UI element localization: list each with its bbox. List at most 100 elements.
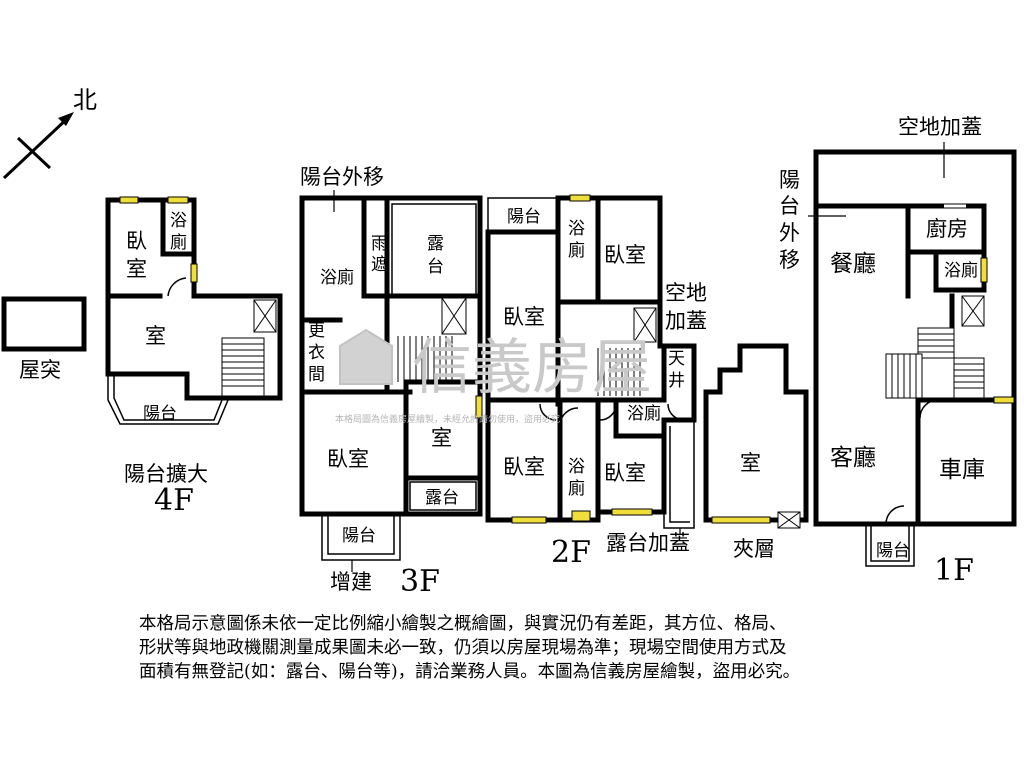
f3-stair-treads (397, 336, 453, 382)
compass-arrow-line (2, 114, 72, 180)
watermark: 信義房屋 本格局圖為信義房屋繪製，未經允許請勿使用，盜用必究 (335, 328, 652, 425)
f1-bath-label: 浴廁 (944, 260, 978, 281)
f3-window (475, 395, 483, 419)
f3-bedroom-label: 臥室 (327, 447, 369, 471)
f2-bath-label: 廁 (568, 478, 585, 499)
f4-balcony-ext-label: 陽台擴大 (124, 462, 208, 486)
f2-bedroom-label: 臥室 (604, 243, 646, 267)
f4-stair-treads (222, 343, 264, 387)
f2-terrace-add (663, 420, 695, 529)
f2-stair-treads (597, 348, 641, 396)
f2-door-arc (667, 403, 685, 421)
f3-closet-label: 更 (308, 321, 325, 341)
f1-stair-treads (885, 327, 985, 399)
f2-bath-mid-label: 浴廁 (627, 403, 661, 424)
f4-balcony-outline (107, 374, 229, 425)
f1-wall (933, 249, 987, 293)
floor-2f: 陽台 浴 廁 臥室 臥室 空地 加蓋 天 井 浴廁 臥室 浴 廁 臥室 露台加蓋… (485, 194, 707, 570)
f4-outline (105, 197, 283, 401)
f3-small-terrace-label: 露台 (425, 488, 459, 508)
f2-land-add-label: 加蓋 (665, 309, 707, 333)
f1-kitchen-label: 廚房 (926, 217, 968, 241)
f2-door-arc (599, 403, 617, 421)
f4-bedroom-label: 臥 (126, 229, 147, 253)
f2-skylight-label: 井 (668, 371, 685, 391)
f1-window (980, 257, 988, 283)
f2-bedroom-label: 臥室 (503, 305, 545, 329)
f4-balcony-outline (113, 376, 223, 421)
f3-room-label: 室 (431, 426, 452, 450)
mezz-floor-label: 夾層 (733, 537, 775, 561)
floor-mezzanine: 室 夾層 (703, 343, 809, 561)
f3-rain-label: 遮 (371, 255, 388, 275)
f1-land-add-label: 空地加蓋 (898, 115, 982, 139)
f3-balcony-label: 陽台 (342, 526, 376, 546)
f3-outline (299, 195, 483, 517)
mezz-window (711, 516, 771, 524)
f1-dining-label: 餐廳 (830, 251, 876, 277)
f4-room-label: 室 (145, 324, 166, 348)
compass-north-label: 北 (73, 86, 97, 114)
compass: 北 (2, 86, 97, 180)
f3-addition-label: 增建 (330, 570, 372, 594)
mezz-room-label: 室 (740, 451, 761, 475)
f1-balcony-moved-label: 移 (779, 248, 800, 272)
watermark-sub: 本格局圖為信義房屋繪製，未經允許請勿使用，盜用必究 (335, 413, 560, 425)
f2-bedroom-label: 臥室 (604, 461, 646, 485)
f1-outline (813, 149, 1017, 527)
f3-wall (361, 195, 390, 299)
f4-window (119, 196, 139, 204)
roof-label: 屋突 (19, 358, 61, 382)
floor-1f: 空地加蓋 陽 台 外 移 餐廳 廚房 浴廁 客廳 車庫 陽台 1F (779, 115, 1017, 588)
roof-plan: 屋突 (1, 296, 87, 382)
f2-land-add-label: 空地 (665, 281, 707, 305)
f3-bath-label: 浴廁 (320, 267, 354, 288)
f3-closet-label: 間 (308, 365, 325, 385)
disclaimer-line: 本格局示意圖係未依一定比例縮小繪製之概繪圖，與實況仍有差距，其方位、格局、 (139, 614, 787, 634)
f2-balcony-label: 陽台 (507, 207, 541, 227)
f2-bedroom-label: 臥室 (503, 455, 545, 479)
f2-window (571, 510, 591, 522)
f2-bath-label: 廁 (568, 240, 585, 261)
f1-balcony-moved-label: 台 (779, 194, 800, 218)
f4-window (167, 196, 189, 204)
f3-balcony-outline (327, 514, 395, 555)
f4-stair (221, 337, 265, 397)
f3-terrace-label: 露 (427, 234, 444, 254)
watermark-logo-icon (339, 328, 393, 385)
watermark-brand: 信義房屋 (412, 333, 652, 403)
f1-floor-label: 1F (934, 553, 974, 588)
f3-rain-label: 雨 (371, 234, 388, 254)
f1-balcony-moved-label: 陽 (779, 168, 800, 192)
f2-floor-label: 2F (551, 535, 591, 570)
f2-terrace-add-label: 露台加蓋 (606, 531, 690, 555)
f1-window (993, 396, 1015, 404)
disclaimer-note: 本格局示意圖係未依一定比例縮小繪製之概繪圖，與實況仍有差距，其方位、格局、 形狀… (139, 614, 800, 682)
floor-4f: 臥 室 浴 廁 室 陽台 陽台擴大 4F (105, 196, 283, 518)
f3-balcony-moved-label: 陽台外移 (300, 165, 384, 189)
f3-balcony-outline (321, 514, 401, 561)
f2-skylight-label: 天 (668, 349, 685, 369)
f1-balcony-outline (865, 524, 915, 567)
f2-door-arc (559, 407, 579, 425)
f4-window (190, 263, 198, 283)
f2-wall (613, 401, 667, 439)
compass-arrowhead (58, 112, 74, 126)
f2-bath-label: 浴 (568, 219, 585, 239)
f1-garage-label: 車庫 (939, 457, 985, 483)
f2-door-arc (539, 403, 557, 421)
f1-balcony-label: 陽台 (876, 541, 910, 561)
f2-bath-label: 浴 (568, 457, 585, 477)
compass-cross-line (16, 136, 52, 170)
f3-terrace-label: 台 (427, 257, 444, 277)
f4-bath-label: 浴 (170, 211, 187, 231)
f3-small-terrace-inner (409, 481, 477, 511)
f1-door-arc (919, 399, 939, 419)
f2-terrace-add (669, 426, 690, 523)
f2-window (611, 508, 653, 516)
f4-door-arc (167, 277, 187, 297)
disclaimer-line: 面積有無登記(如：露台、陽台等)，請洽業務人員。本圖為信義房屋繪製，盜用必究。 (139, 662, 800, 682)
f1-door-arc (885, 505, 905, 525)
f2-window (569, 194, 591, 202)
f3-closet-label: 衣 (308, 343, 325, 363)
